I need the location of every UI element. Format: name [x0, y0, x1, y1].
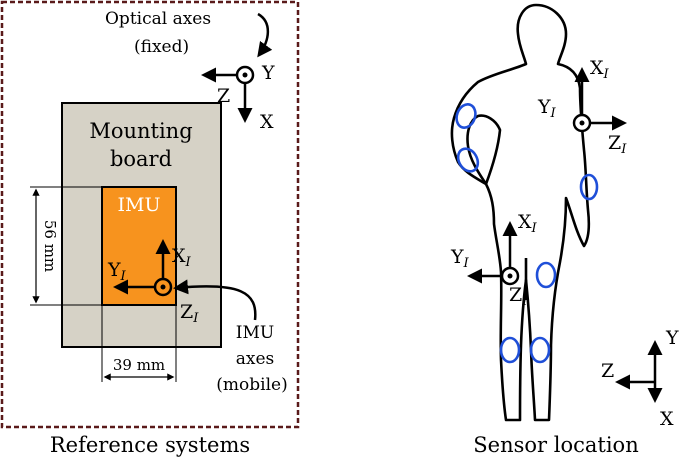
- height-dimension: [30, 186, 102, 306]
- sensor-markers: [455, 103, 599, 364]
- dashed-frame: [0, 0, 300, 429]
- reference-systems-panel: Optical axes (fixed) Y Z X Mounting boar…: [0, 0, 300, 457]
- height-dimension-label: 56 mm: [41, 220, 59, 272]
- optical-axis-x-label: X: [260, 111, 274, 133]
- sensor-ring: [535, 261, 557, 289]
- width-dimension-label: 39 mm: [113, 356, 165, 374]
- sensor-location-panel: XI YI ZI XI YI ZI Y Z X Sensor location: [450, 3, 679, 457]
- optical-axes-title: Optical axes: [105, 9, 211, 29]
- optical-axes-subtitle: (fixed): [134, 37, 189, 57]
- upper-axis-z-label: ZI: [608, 132, 627, 157]
- imu-axis-x-label: XI: [172, 245, 192, 270]
- optical-axis-z-label: Z: [217, 85, 230, 107]
- upper-imu-axes: [572, 67, 627, 133]
- sensor-ring: [499, 336, 521, 364]
- imu-axis-y-label: YI: [107, 259, 127, 284]
- imu-label: IMU: [118, 194, 161, 216]
- sensor-ring: [529, 336, 551, 364]
- width-dimension: [101, 305, 177, 382]
- imu-axis-z-label: ZI: [180, 301, 199, 326]
- global-axis-x-label: X: [660, 408, 674, 430]
- sensor-ring: [579, 173, 599, 201]
- lower-imu-axes: [467, 221, 520, 286]
- mounting-board-label-line1: Mounting: [89, 119, 192, 143]
- reference-systems-caption: Reference systems: [50, 433, 250, 457]
- optical-axis-y-label: Y: [261, 62, 275, 84]
- imu-axes-caption-line1: IMU: [236, 323, 274, 343]
- sensor-ring: [455, 103, 477, 129]
- optical-pointer-arrow: [257, 12, 273, 58]
- sensor-ring: [456, 147, 480, 173]
- lower-axis-z-label: ZI: [509, 284, 528, 309]
- imu-axes-pointer-arrow: [173, 279, 257, 321]
- global-axis-z-label: Z: [601, 360, 614, 382]
- lower-axis-x-label: XI: [518, 211, 538, 236]
- global-axis-y-label: Y: [665, 327, 679, 349]
- sensor-location-caption: Sensor location: [473, 433, 638, 457]
- lower-axis-y-label: YI: [450, 246, 470, 271]
- upper-axis-y-label: YI: [537, 96, 557, 121]
- imu-axes-caption-line3: (mobile): [216, 375, 287, 395]
- left-arm-inner-line: [466, 114, 502, 185]
- upper-axis-x-label: XI: [590, 57, 610, 82]
- global-axes: [615, 340, 663, 403]
- imu-axes-symbol: [113, 239, 173, 297]
- mounting-board-label-line2: board: [110, 147, 172, 171]
- optical-axes-symbol: [201, 65, 255, 123]
- imu-axes-caption-line2: axes: [236, 349, 275, 369]
